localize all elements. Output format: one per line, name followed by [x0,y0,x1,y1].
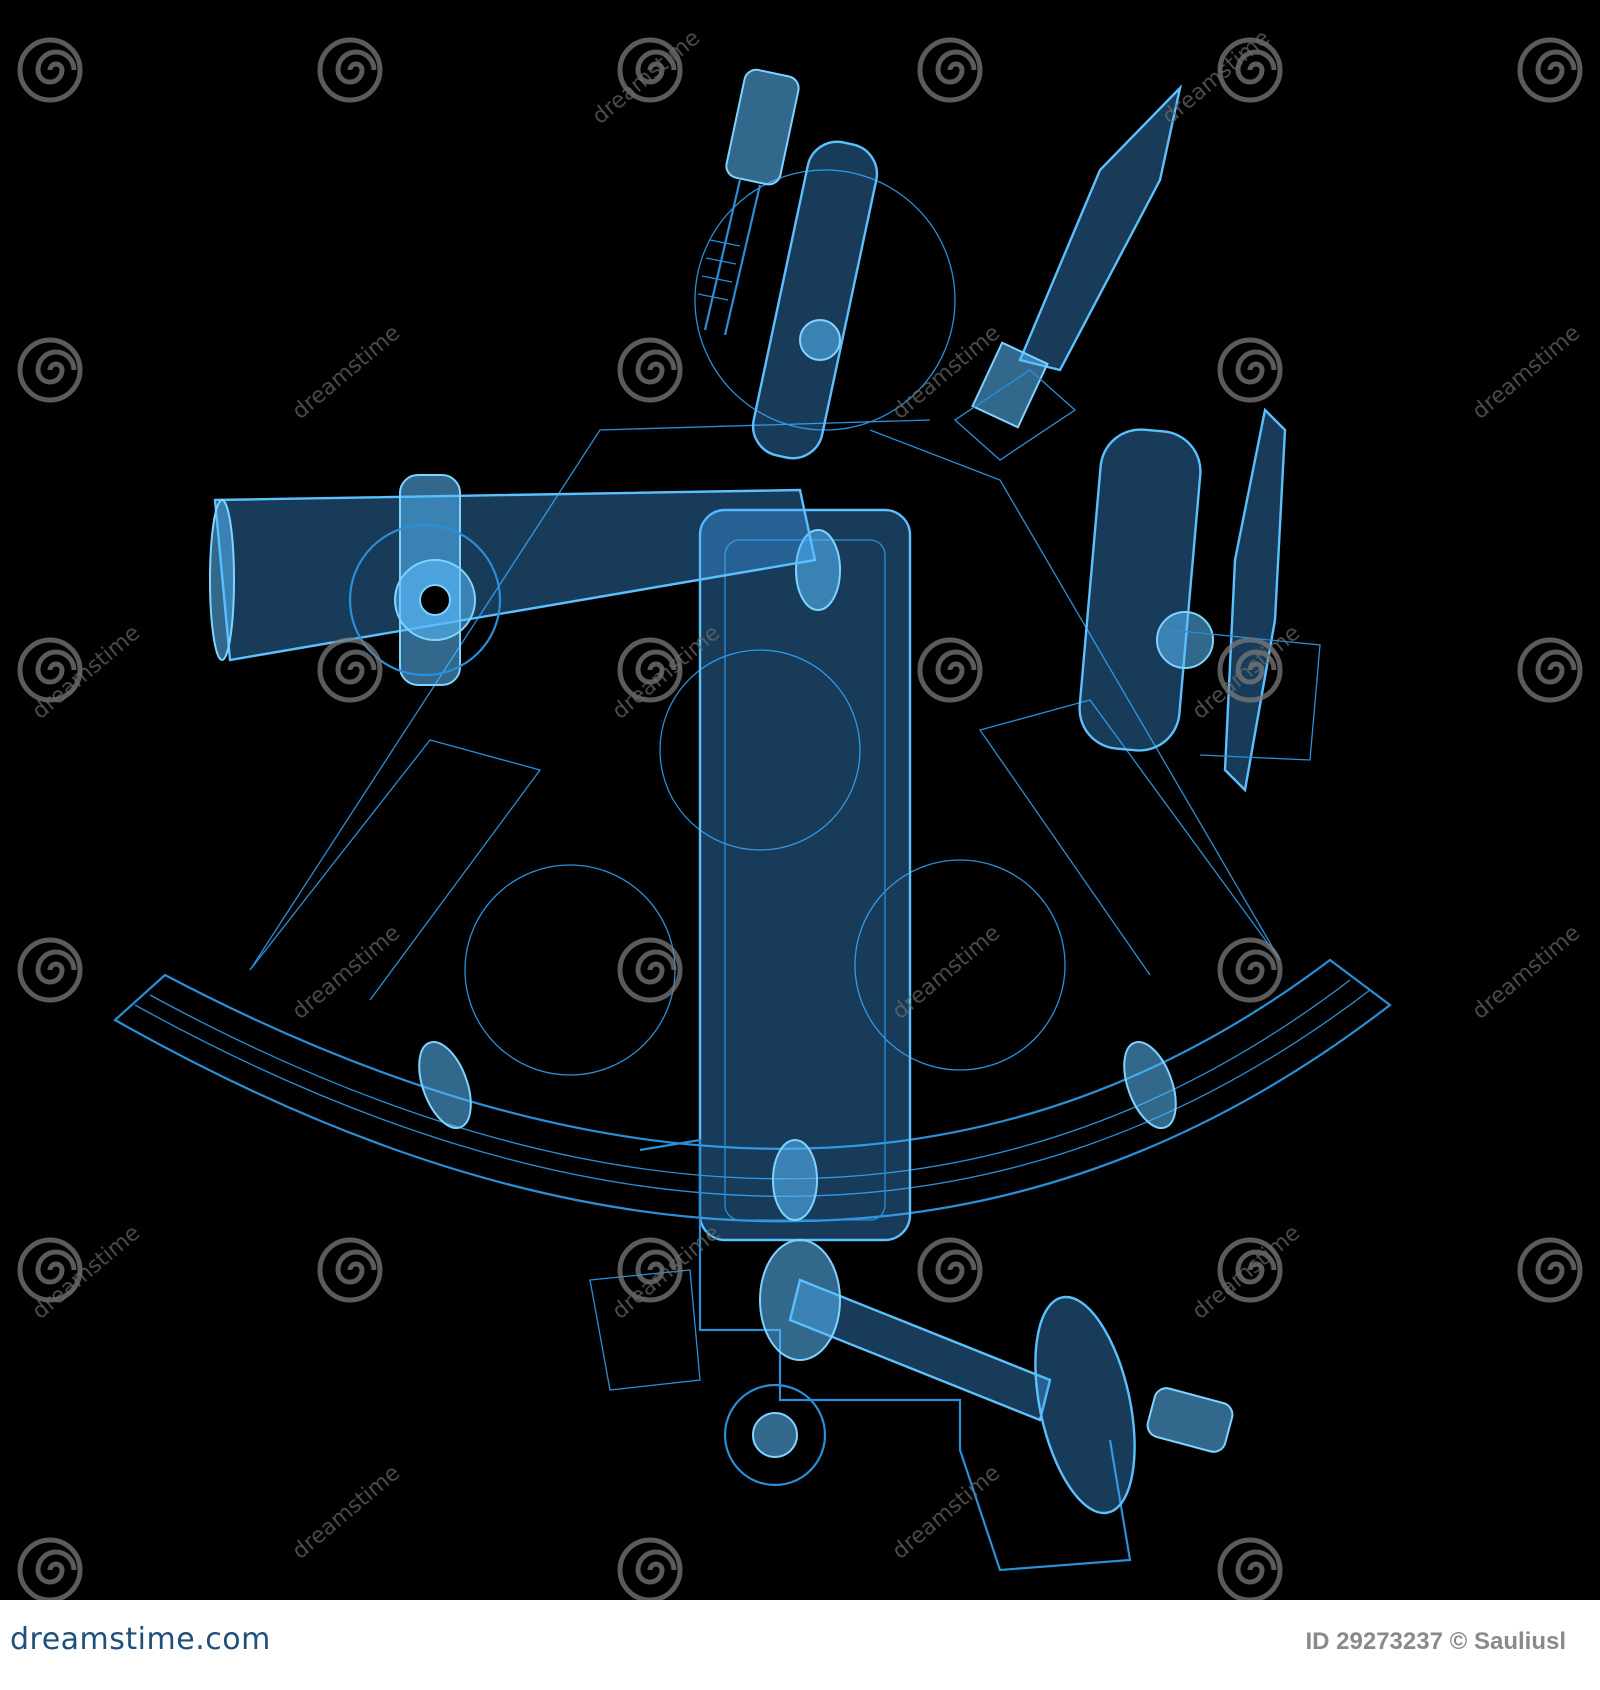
adjust-knob [725,68,800,186]
watermark-swirl-icon [1217,337,1283,403]
watermark-swirl-icon [317,37,383,103]
telescope-ring [348,523,502,677]
telescope-eyepiece [209,499,235,661]
watermark-swirl-icon [917,37,983,103]
arm-screw-bottom [772,1139,818,1221]
watermark-swirl-icon [917,637,983,703]
telescope [209,474,817,686]
horizon-shade-blade [1223,407,1287,793]
watermark-swirl-icon [1517,1237,1583,1303]
watermark-swirl-icon [17,337,83,403]
horizon-mirror-glass [1078,428,1202,752]
index-mirror-screw [799,319,841,361]
watermark-swirl-icon [617,1237,683,1303]
worm-gear [759,1239,841,1361]
index-arm-body [698,508,912,1242]
adjust-spring [697,239,741,301]
frame-strut-right [978,699,1281,976]
watermark-swirl-icon [617,37,683,103]
watermark-swirl-icon [17,37,83,103]
watermark-swirl-icon [1217,37,1283,103]
watermark-swirl-icon [317,1237,383,1303]
watermark-swirl-icon [1217,937,1283,1003]
mirror-adjust-screw [697,68,800,336]
watermark-swirl-icon [617,637,683,703]
watermark-swirl-icon [1217,1537,1283,1600]
watermark-swirl-icon [17,937,83,1003]
watermark-swirl-icon [17,1237,83,1303]
image-credit: ID 29273237 © Sauliusl [1305,1628,1567,1655]
watermark-swirl-icon [1217,1237,1283,1303]
index-arm [698,508,912,1242]
micrometer-drum-assembly [589,1138,1234,1572]
watermark-swirl-icon [17,1537,83,1600]
watermark-swirl-icon [617,937,683,1003]
pivot-disc [694,169,956,431]
index-mirror-glass [751,140,879,460]
arm-screw-top [795,529,841,611]
index-mirror [751,140,879,460]
watermark-swirl-icon [617,1537,683,1600]
micrometer-drum [1034,1295,1136,1515]
watermark-swirl-icon [17,637,83,703]
horizon-mirror-knob [1156,611,1214,669]
stock-footer-bar: dreamstime.com ID 29273237 © Sauliusl [0,1600,1600,1690]
watermark-swirl-icon [1517,637,1583,703]
frame-cutout-right [854,859,1066,1071]
watermark-swirl-icon [1517,37,1583,103]
dreamstime-logo[interactable]: dreamstime.com [10,1622,271,1657]
watermark-swirl-icon [917,1237,983,1303]
shade-glass-top [953,84,1183,461]
arc-scale [113,958,1392,1223]
frame-leg-left [418,1041,472,1129]
drum-end-knob [1146,1387,1234,1453]
watermark-swirls [17,37,1583,1600]
watermark-swirl-icon [617,337,683,403]
vernier-clamp [639,1138,1132,1572]
release-lever [723,1383,827,1487]
frame-strut-left [249,739,542,1001]
watermark-swirl-icon [317,637,383,703]
horizon-mirror [1078,407,1321,793]
frame-leg-right [1123,1041,1177,1129]
watermark-swirl-icon [1217,637,1283,703]
frame-cutout-center [659,649,861,851]
